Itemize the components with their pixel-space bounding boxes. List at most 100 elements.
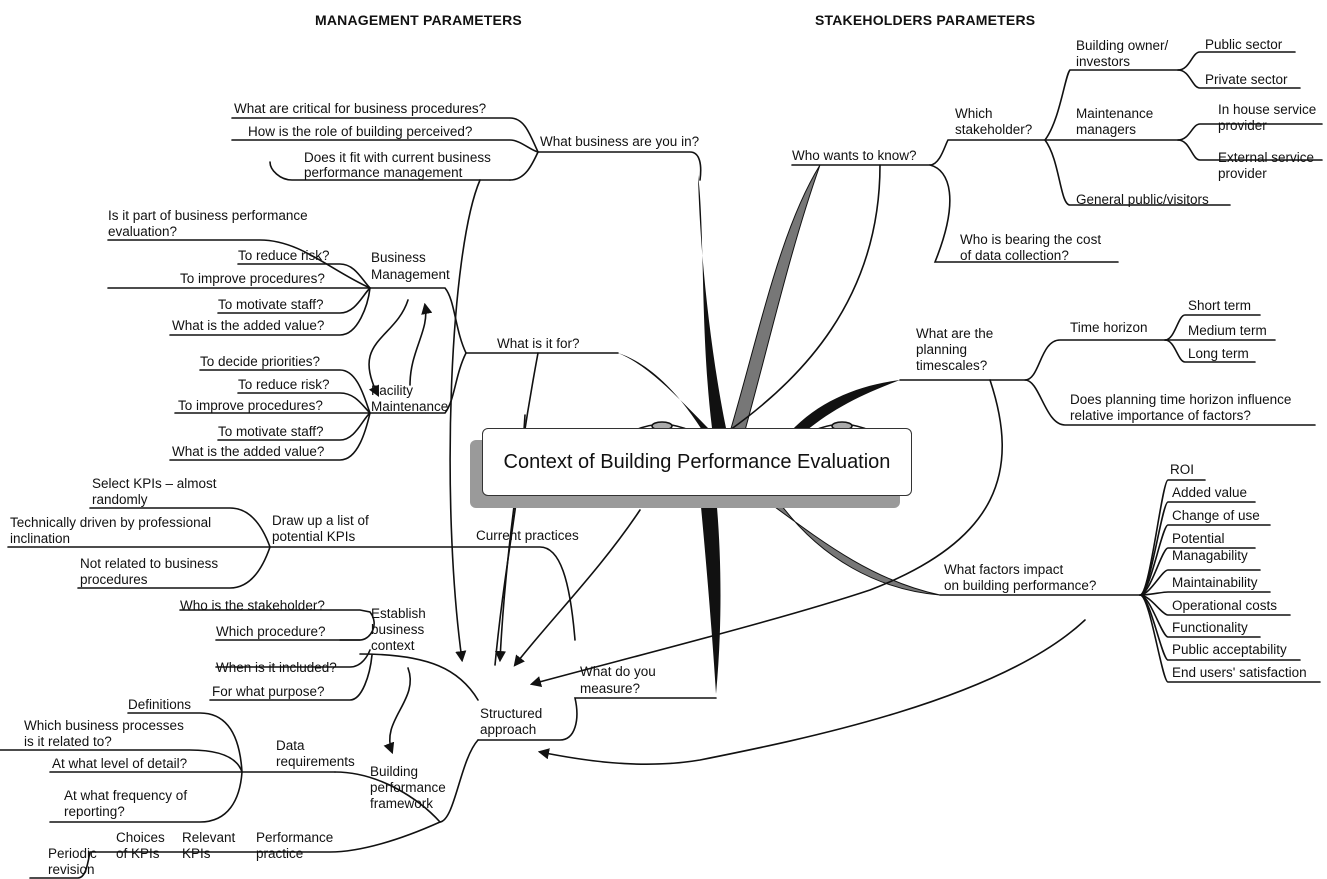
node-choices-2: of KPIs [116,846,160,861]
node-horizon-influence-1: Does planning time horizon influence [1070,392,1292,407]
node-owner-1: Building owner/ [1076,38,1169,53]
node-fit-current-1: Does it fit with current business [304,150,491,165]
node-level-detail: At what level of detail? [52,756,188,771]
node-private-sector: Private sector [1205,72,1288,87]
management-parameters-header: MANAGEMENT PARAMETERS [315,12,522,28]
node-short-term: Short term [1188,298,1252,313]
node-tech-driven-2: inclination [10,531,71,546]
node-freq-2: reporting? [64,804,125,819]
node-critical-procedures: What are critical for business procedure… [234,101,487,116]
node-draw-up-2: potential KPIs [272,529,356,544]
node-functionality: Functionality [1172,620,1248,635]
branch-planning [790,380,900,436]
node-not-related-2: procedures [80,572,148,587]
central-topic-title: Context of Building Performance Evaluati… [503,451,891,473]
node-fm-reduce-risk: To reduce risk? [238,377,330,392]
node-external-2: provider [1218,166,1267,181]
node-potential: Potential [1172,531,1225,546]
node-which-stakeholder-1: Which [955,106,993,121]
node-select-kpis-1: Select KPIs – almost [92,476,217,491]
node-fit-current-2: performance management [304,165,463,180]
node-periodic-2: revision [48,862,95,877]
node-planning-1: What are the [916,326,994,341]
node-tech-driven-1: Technically driven by professional [10,515,212,530]
node-who-wants: Who wants to know? [792,148,917,163]
node-perf-practice-2: practice [256,846,304,861]
node-long-term: Long term [1188,346,1249,361]
node-structured-2: approach [480,722,537,737]
node-bpf-1: Building [370,764,419,779]
node-establish-2: business [371,622,425,637]
node-change-use: Change of use [1172,508,1260,523]
node-bearing-cost-2: of data collection? [960,248,1069,263]
node-relevant-1: Relevant [182,830,236,845]
branch-factors [758,495,941,596]
node-end-users: End users' satisfaction [1172,665,1307,680]
node-planning-3: timescales? [916,358,988,373]
node-planning-2: planning [916,342,968,357]
node-choices-1: Choices [116,830,165,845]
node-external-1: External service [1218,150,1315,165]
node-freq-1: At what frequency of [64,788,188,803]
node-establish-1: Establish [371,606,426,621]
node-bm-reduce-risk: To reduce risk? [238,248,330,263]
node-what-measure-2: measure? [580,681,641,696]
node-which-procedure: Which procedure? [216,624,326,639]
node-fm-added-value: What is the added value? [172,444,325,459]
node-bm-added-value: What is the added value? [172,318,325,333]
node-in-house-2: provider [1218,118,1267,133]
node-roi: ROI [1170,462,1195,477]
node-horizon-influence-2: relative importance of factors? [1070,408,1251,423]
node-bearing-cost-1: Who is bearing the cost [960,232,1102,247]
node-not-related-1: Not related to business [80,556,219,571]
node-select-kpis-2: randomly [92,492,148,507]
branch-what-for [618,353,712,432]
branch-what-measure [700,496,721,694]
node-facility-maintenance-1: Facility [371,383,414,398]
node-role-perceived: How is the role of building perceived? [248,124,473,139]
node-facility-maintenance-2: Maintenance [371,399,449,414]
node-added-value: Added value [1172,485,1248,500]
node-what-measure-1: What do you [580,664,656,679]
node-perf-practice-1: Performance [256,830,334,845]
node-current-practices: Current practices [476,528,579,543]
branch-what-business [698,175,726,428]
node-data-req-2: requirements [276,754,355,769]
node-factors-2: on building performance? [944,578,1097,593]
node-when-included: When is it included? [216,660,337,675]
node-public-acceptability: Public acceptability [1172,642,1287,657]
node-which-processes-1: Which business processes [24,718,184,733]
node-for-purpose: For what purpose? [212,684,325,699]
node-medium-term: Medium term [1188,323,1267,338]
node-bpf-3: framework [370,796,434,811]
node-part-of-bpe-2: evaluation? [108,224,178,239]
node-maint-mgr-2: managers [1076,122,1137,137]
node-fm-priorities: To decide priorities? [200,354,321,369]
node-part-of-bpe-1: Is it part of business performance [108,208,308,223]
node-bm-motivate: To motivate staff? [218,297,324,312]
node-relevant-2: KPIs [182,846,211,861]
node-time-horizon: Time horizon [1070,320,1148,335]
node-what-for: What is it for? [497,336,580,351]
node-business-management-1: Business [371,250,426,265]
node-managability: Managability [1172,548,1248,563]
node-maintainability: Maintainability [1172,575,1258,590]
node-factors-1: What factors impact [944,562,1064,577]
node-business-management-2: Management [371,267,450,282]
node-which-stakeholder-2: stakeholder? [955,122,1033,137]
stakeholders-parameters-header: STAKEHOLDERS PARAMETERS [815,12,1036,28]
node-public-sector: Public sector [1205,37,1283,52]
node-what-business: What business are you in? [540,134,700,149]
node-which-processes-2: is it related to? [24,734,112,749]
node-maint-mgr-1: Maintenance [1076,106,1154,121]
node-operational-costs: Operational costs [1172,598,1278,613]
node-draw-up-1: Draw up a list of [272,513,369,528]
node-structured-1: Structured [480,706,543,721]
node-in-house-1: In house service [1218,102,1317,117]
node-who-stakeholder: Who is the stakeholder? [180,598,325,613]
node-establish-3: context [371,638,415,653]
node-definitions: Definitions [128,697,192,712]
central-topic: Context of Building Performance Evaluati… [482,428,912,496]
